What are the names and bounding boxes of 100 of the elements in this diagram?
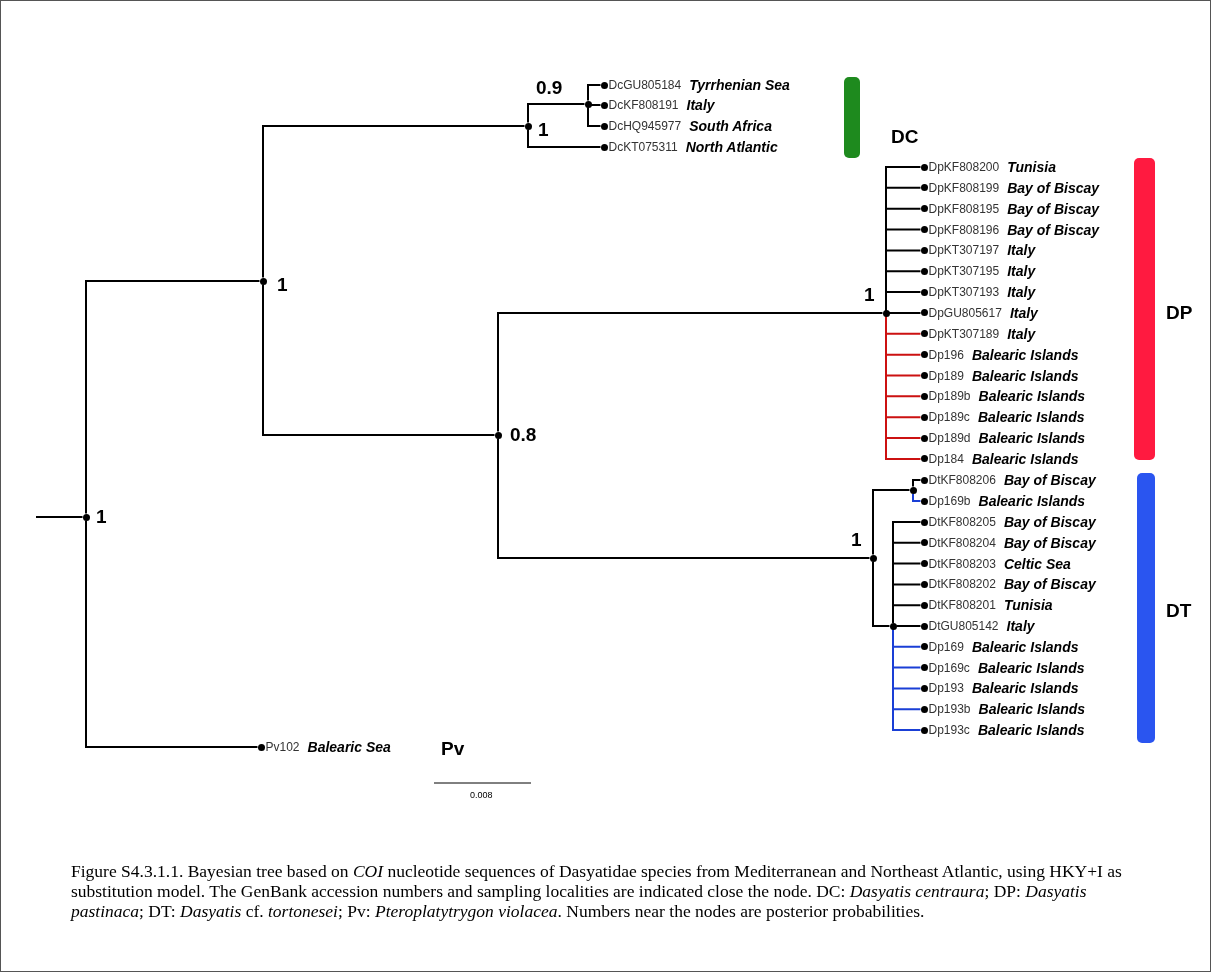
accession-number: DcGU805184 xyxy=(608,78,682,92)
locality-label: Italy xyxy=(1007,242,1036,259)
locality-label: Bay of Biscay xyxy=(1007,200,1100,217)
accession-number: DcHQ945977 xyxy=(608,119,682,133)
locality-label: Balearic Islands xyxy=(977,409,1085,426)
posterior-probability: 1 xyxy=(538,120,549,140)
clade-label: DP xyxy=(1166,303,1193,323)
node-dot xyxy=(82,513,90,521)
accession-number: Dp193 xyxy=(928,681,964,696)
locality-label: Balearic Islands xyxy=(978,701,1086,718)
locality-label: South Africa xyxy=(689,118,772,134)
node-dot xyxy=(869,554,877,562)
locality-label: Tunisia xyxy=(1003,597,1053,614)
posterior-probability: 1 xyxy=(96,507,107,527)
tree-branch xyxy=(892,604,922,624)
accession-number: Dp196 xyxy=(928,347,964,362)
scale-value: 0.008 xyxy=(470,790,493,800)
accession-number: DtGU805142 xyxy=(928,619,999,633)
tree-branch xyxy=(895,625,922,627)
node-dot xyxy=(889,622,897,630)
accession-number: Dp184 xyxy=(928,451,964,466)
accession-number: Dp189d xyxy=(928,431,971,446)
accession-number: Pv102 xyxy=(265,740,300,754)
locality-label: Bay of Biscay xyxy=(1003,472,1096,488)
tree-branch xyxy=(872,489,911,556)
accession-number: DtKF808203 xyxy=(928,556,996,571)
tree-branch xyxy=(587,106,602,127)
accession-number: DpKF808199 xyxy=(928,180,1000,195)
clade-label: DC xyxy=(891,127,919,147)
accession-number: DpKT307193 xyxy=(928,285,1000,300)
tree-branch xyxy=(587,84,602,102)
accession-number: Dp169b xyxy=(928,494,971,508)
node-dot xyxy=(494,431,502,439)
locality-label: Italy xyxy=(1009,304,1038,321)
node-dot xyxy=(584,100,592,108)
locality-label: Bay of Biscay xyxy=(1007,221,1100,238)
locality-label: Balearic Islands xyxy=(971,680,1079,697)
accession-number: DtKF808206 xyxy=(928,473,996,487)
locality-label: Tunisia xyxy=(1007,159,1056,175)
posterior-probability: 0.9 xyxy=(536,78,563,98)
locality-label: Balearic Islands xyxy=(971,346,1079,363)
locality-label: Italy xyxy=(1006,618,1035,634)
posterior-probability: 1 xyxy=(851,530,862,550)
locality-label: Bay of Biscay xyxy=(1003,534,1096,551)
locality-label: Balearic Islands xyxy=(971,638,1079,655)
posterior-probability: 1 xyxy=(277,275,288,295)
tree-branch xyxy=(497,437,871,559)
node-dot xyxy=(882,309,890,317)
locality-label: Balearic Islands xyxy=(978,388,1086,405)
tree-branch xyxy=(262,125,526,279)
node-dot xyxy=(259,277,267,285)
accession-number: DpKT307197 xyxy=(928,243,1000,258)
locality-label: Italy xyxy=(1007,325,1036,342)
node-dot xyxy=(524,122,532,130)
locality-label: Balearic Islands xyxy=(971,450,1079,467)
locality-label: Bay of Biscay xyxy=(1003,514,1096,530)
locality-label: Celtic Sea xyxy=(1003,555,1071,572)
clade-label: DT xyxy=(1166,601,1192,621)
locality-label: Tyrrhenian Sea xyxy=(689,77,790,93)
tree-branch xyxy=(885,291,922,311)
locality-label: Balearic Islands xyxy=(978,493,1086,509)
tree-branch xyxy=(85,519,259,748)
locality-label: Bay of Biscay xyxy=(1007,179,1100,196)
accession-number: DtKF808201 xyxy=(928,598,996,613)
tree-branch xyxy=(527,103,586,124)
locality-label: Balearic Islands xyxy=(971,367,1079,384)
tree-branch xyxy=(892,628,922,731)
accession-number: Dp169 xyxy=(928,639,964,654)
figure-caption: Figure S4.3.1.1. Bayesian tree based on COI nucleotide sequences of Dasyatidae species from Mediterranean and Northeast Atlantic, using HKY+I as substitution model. The GenBank accession numbers and sampling localities are indicated close the node. DC: Dasyatis centraura; DP: Dasyatis pastinaca; DT: Dasyatis cf. tortonesei; Pv: Pteroplatytrygon violacea. Numbers near the nodes are posterior probabilities. xyxy=(71,861,1123,921)
clade-label: Pv xyxy=(441,738,465,760)
locality-label: Balearic Islands xyxy=(978,430,1086,447)
tree-branch xyxy=(35,516,84,518)
tree-branch xyxy=(912,479,922,488)
accession-number: DcKF808191 xyxy=(608,98,679,112)
accession-number: DtKF808204 xyxy=(928,535,996,550)
tree-branch xyxy=(912,492,922,502)
tree-branch xyxy=(527,128,602,148)
posterior-probability: 0.8 xyxy=(510,425,537,445)
tree-branch xyxy=(262,283,496,436)
accession-number: Dp189c xyxy=(928,410,970,425)
locality-label: Bay of Biscay xyxy=(1003,576,1096,593)
locality-label: Balearic Sea xyxy=(307,739,391,755)
locality-label: Balearic Islands xyxy=(977,722,1085,738)
accession-number: Dp169c xyxy=(928,660,970,675)
accession-number: Dp193c xyxy=(928,723,970,737)
posterior-probability: 1 xyxy=(864,285,875,305)
accession-number: DpGU805617 xyxy=(928,305,1002,320)
accession-number: DtKF808205 xyxy=(928,515,996,529)
locality-label: North Atlantic xyxy=(685,139,778,155)
accession-number: DcKT075311 xyxy=(608,140,678,154)
locality-label: Italy xyxy=(1007,263,1036,280)
accession-number: DpKF808195 xyxy=(928,201,1000,216)
accession-number: Dp189b xyxy=(928,389,971,404)
accession-number: DpKT307195 xyxy=(928,264,1000,279)
tree-branch xyxy=(497,312,884,433)
tree-branch xyxy=(85,280,261,515)
locality-label: Italy xyxy=(1007,284,1036,301)
locality-label: Balearic Islands xyxy=(977,659,1085,676)
tree-branch xyxy=(872,560,891,627)
accession-number: Dp193b xyxy=(928,702,971,717)
